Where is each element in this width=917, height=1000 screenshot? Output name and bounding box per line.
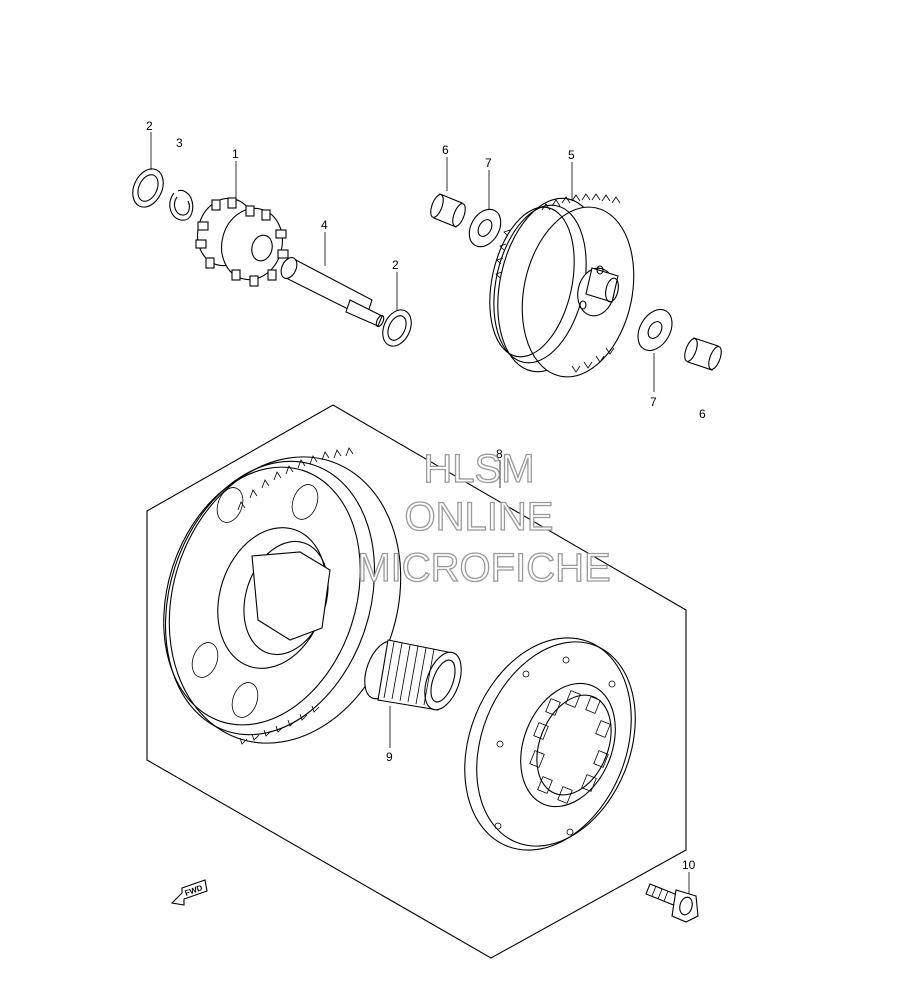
bushing-6-lower	[684, 337, 722, 371]
callout-8: 8	[496, 447, 503, 461]
needle-bearing-9	[364, 639, 462, 711]
callout-5: 5	[568, 148, 575, 162]
one-way-clutch	[464, 637, 636, 851]
washer-7-lower	[637, 308, 673, 352]
bolt-10	[645, 883, 699, 923]
shaft-4	[280, 257, 385, 328]
starter-clutch-gear	[163, 447, 402, 745]
watermark-line2: ONLINE	[405, 495, 554, 539]
callout-4: 4	[321, 218, 328, 232]
callout-7a: 7	[485, 156, 492, 170]
idle-gear-5	[489, 193, 635, 378]
watermark-line1: HLSM	[423, 447, 534, 491]
assembly-frame	[146, 404, 687, 959]
watermark: HLSM ONLINE MICROFICHE	[357, 446, 612, 590]
circlip-3	[169, 189, 194, 221]
callout-9: 9	[386, 750, 393, 764]
washer-2-upper-left	[132, 168, 164, 208]
gear-1	[195, 197, 289, 287]
callout-6a: 6	[442, 143, 449, 157]
callout-3: 3	[176, 136, 183, 150]
washer-2-lower	[382, 309, 412, 347]
bushing-6-upper	[430, 193, 466, 228]
callout-6b: 6	[699, 407, 706, 421]
callout-2a: 2	[146, 119, 153, 133]
callout-1: 1	[232, 147, 239, 161]
watermark-line3: MICROFICHE	[357, 546, 610, 590]
washer-7-upper	[468, 208, 502, 248]
callout-7b: 7	[650, 395, 657, 409]
callout-10: 10	[682, 858, 696, 872]
callout-2b: 2	[392, 258, 399, 272]
fwd-arrow-icon: FWD	[170, 879, 208, 906]
